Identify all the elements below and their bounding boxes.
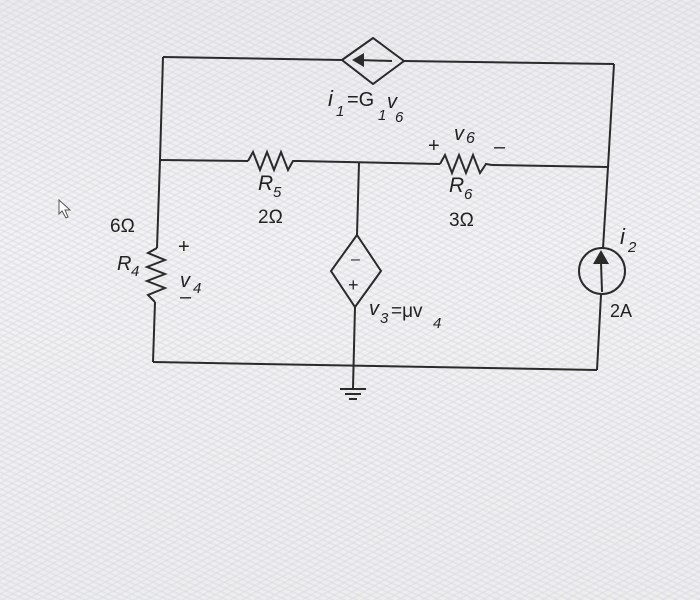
- left-wire-lower: [152, 301, 156, 363]
- r4-value: 6Ω: [110, 216, 135, 237]
- v3-minus: –: [351, 251, 360, 268]
- r5-subscript: 5: [273, 184, 282, 201]
- v4-label: v: [180, 270, 191, 292]
- r5-name: R: [258, 172, 273, 195]
- right-wire-upper: [607, 63, 615, 168]
- v6-label: v: [454, 123, 465, 145]
- up-arrow-icon: [593, 250, 609, 264]
- v4-minus: –: [180, 286, 192, 308]
- g1-label: =G: [347, 89, 374, 111]
- mu-v4-subscript: 4: [433, 315, 441, 332]
- r6-value: 3Ω: [449, 210, 474, 231]
- i1-label: i: [328, 86, 334, 111]
- resistor-r6: [439, 152, 493, 176]
- center-wire-lower: [352, 306, 356, 389]
- v3-plus: +: [348, 275, 359, 295]
- dependent-current-source: [340, 36, 406, 86]
- v6-plus: +: [428, 135, 440, 157]
- bottom-wire: [152, 361, 598, 371]
- v6-subscript: 6: [466, 130, 475, 147]
- top-wire-right: [403, 60, 615, 65]
- v6-ctrl-subscript: 6: [395, 109, 404, 126]
- left-arrow-icon: [352, 53, 364, 67]
- current-source: [578, 247, 626, 295]
- v6-minus: –: [494, 136, 506, 158]
- dependent-voltage-source: [329, 233, 383, 309]
- center-wire-upper: [356, 162, 360, 236]
- r4-subscript: 4: [131, 263, 139, 280]
- right-wire-lower: [596, 294, 602, 371]
- r5-value: 2Ω: [258, 207, 283, 228]
- top-wire-left: [162, 56, 343, 61]
- mouse-cursor-icon: [58, 198, 72, 219]
- r6-name: R: [449, 174, 464, 197]
- i1-subscript: 1: [336, 103, 344, 120]
- g1-subscript: 1: [378, 107, 386, 124]
- mu-v4-label: =μv: [391, 301, 423, 322]
- mid-wire-left: [159, 159, 249, 162]
- left-wire-middle: [156, 159, 161, 249]
- i2-value: 2A: [610, 301, 632, 321]
- resistor-r5: [247, 149, 298, 173]
- v4-plus: +: [178, 236, 190, 258]
- left-wire-upper: [159, 56, 164, 161]
- ground-icon: [340, 388, 366, 400]
- right-wire-middle: [602, 166, 609, 249]
- i2-subscript: 2: [627, 239, 637, 256]
- wires: [152, 56, 615, 389]
- v4-subscript: 4: [193, 280, 201, 297]
- r6-subscript: 6: [464, 186, 473, 203]
- r4-name: R: [117, 253, 131, 275]
- resistor-r4: [144, 247, 168, 303]
- v3-subscript: 3: [380, 310, 389, 327]
- v6-ctrl-label: v: [387, 91, 398, 113]
- v3-label: v: [369, 298, 380, 320]
- mid-wire-center: [297, 160, 441, 165]
- mid-wire-right: [491, 164, 609, 168]
- i2-label: i: [620, 224, 626, 249]
